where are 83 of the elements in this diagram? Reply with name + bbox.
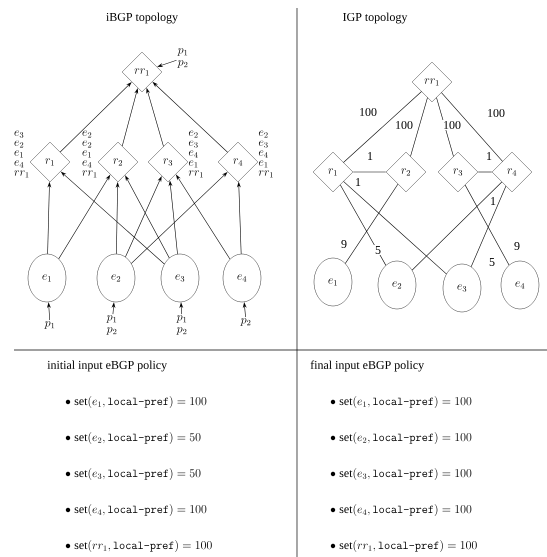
policy-label: $p_1$ xyxy=(44,321,54,329)
ranking-list: $e_2$ $e_2$ $e_1$ $e_4$ $rr_1$ xyxy=(82,130,96,178)
bullet-item: $\mathrm{set}(rr_1,\texttt{local-pref}) = 100$ xyxy=(74,540,212,552)
node-label: $e_2$ xyxy=(14,140,24,148)
edge-label: 100 xyxy=(444,120,460,130)
circle-node: $e_4$ xyxy=(500,260,540,310)
node-label: $e_4$ xyxy=(258,150,268,158)
node-label: $e_3$ xyxy=(14,130,24,138)
link-line xyxy=(345,184,398,264)
node-label: $e_1$ xyxy=(188,160,198,168)
edge-label: 100 xyxy=(488,108,504,118)
bullet-item: $\mathrm{set}(rr_1,\texttt{local-pref}) = 100$ xyxy=(340,540,477,552)
edge-label: 1 xyxy=(491,197,496,205)
node-label: $e_4$ xyxy=(188,150,198,158)
node-label: $e_1$ xyxy=(258,160,268,168)
diamond-node: $r_2$ xyxy=(98,142,138,182)
ranking-list: $e_2$ $e_3$ $e_4$ $e_1$ $rr_1$ xyxy=(258,130,273,178)
edge-label: 1 xyxy=(487,152,492,160)
ranking-list: $e_2$ $e_3$ $e_4$ $e_1$ $rr_1$ xyxy=(188,130,203,178)
diamond-node: $rr_1$ xyxy=(412,62,452,102)
link-line xyxy=(441,92,503,162)
node-label: $e_3$ xyxy=(258,140,268,148)
link-line xyxy=(436,97,454,157)
node-label: $e_2$ xyxy=(82,130,92,138)
edge-label: 1 xyxy=(356,178,360,186)
bullet-item: $\mathrm{set}(e_3,\texttt{local-pref}) = 50$ xyxy=(74,468,200,480)
diamond-node: $r_4$ xyxy=(218,142,258,182)
diamond-node: $r_3$ xyxy=(438,152,478,192)
node-label: $e_4$ xyxy=(14,160,24,168)
edge-label: 100 xyxy=(360,108,376,116)
link-line xyxy=(412,182,502,270)
policy-label: $p_2$ xyxy=(240,318,250,326)
node-label: $rr_1$ xyxy=(14,170,28,178)
policy-label: $p_1$ $p_2$ xyxy=(106,315,116,335)
link-line xyxy=(470,186,506,268)
edge-label: 1 xyxy=(368,152,372,160)
edge-label: 5 xyxy=(490,258,495,266)
link-line xyxy=(410,97,428,157)
edge-label: 5 xyxy=(376,246,381,254)
node-label: $rr_1$ xyxy=(188,170,203,178)
bullet-item: $\mathrm{set}(e_4,\texttt{local-pref}) = 100$ xyxy=(74,504,206,516)
bullet-item: $\mathrm{set}(e_1,\texttt{local-pref}) = 100$ xyxy=(74,396,206,408)
circle-node: $e_1$ xyxy=(314,258,352,306)
section-heading: initial input eBGP policy xyxy=(47,360,168,372)
bullet-item: $\mathrm{set}(e_1,\texttt{local-pref}) = 100$ xyxy=(340,396,472,408)
node-label: $e_1$ xyxy=(14,150,23,158)
section-heading: IGP topology xyxy=(343,12,408,24)
link-line xyxy=(343,91,422,163)
edge-label: 100 xyxy=(396,120,412,130)
circle-node: $e_2$ xyxy=(96,254,136,302)
diamond-node: $r_3$ xyxy=(148,142,188,182)
link-line xyxy=(340,184,386,266)
circle-node: $e_3$ xyxy=(160,254,200,302)
node-label: $e_1$ xyxy=(82,150,91,158)
policy-label: $p_1$ $p_2$ xyxy=(177,48,188,68)
edge-label: 9 xyxy=(341,240,346,248)
section-heading: iBGP topology xyxy=(106,12,178,24)
node-label: $e_2$ xyxy=(82,140,92,148)
node-label: $e_2$ xyxy=(188,130,198,138)
policy-label: $p_1$ $p_2$ xyxy=(176,315,186,335)
bullet-item: $\mathrm{set}(e_2,\texttt{local-pref}) = 100$ xyxy=(340,432,472,444)
section-heading: final input eBGP policy xyxy=(310,360,424,372)
node-label: $e_3$ xyxy=(188,140,198,148)
node-label: $rr_1$ xyxy=(258,170,273,178)
diamond-node: $rr_1$ xyxy=(122,52,162,92)
ranking-list: $e_3$ $e_2$ $e_1$ $e_4$ $rr_1$ xyxy=(14,130,28,178)
bullet-item: $\mathrm{set}(e_2,\texttt{local-pref}) = 50$ xyxy=(74,432,200,444)
circle-node: $e_3$ xyxy=(442,264,482,312)
bullet-item: $\mathrm{set}(e_3,\texttt{local-pref}) = 100$ xyxy=(340,468,472,480)
edge-label: 9 xyxy=(514,242,520,250)
circle-node: $e_4$ xyxy=(222,254,262,302)
circle-node: $e_2$ xyxy=(378,260,416,310)
bullet-item: $\mathrm{set}(e_4,\texttt{local-pref}) = 100$ xyxy=(340,504,472,516)
node-label: $rr_1$ xyxy=(82,170,96,178)
diamond-node: $r_1$ xyxy=(30,142,70,182)
diamond-node: $r_4$ xyxy=(492,152,532,192)
diamond-node: $r_2$ xyxy=(386,152,426,192)
link-line xyxy=(464,184,510,266)
node-label: $e_4$ xyxy=(82,160,92,168)
node-label: $e_2$ xyxy=(258,130,268,138)
diamond-node: $r_1$ xyxy=(312,152,354,192)
link-line xyxy=(343,181,447,274)
circle-node: $e_1$ xyxy=(28,254,66,302)
